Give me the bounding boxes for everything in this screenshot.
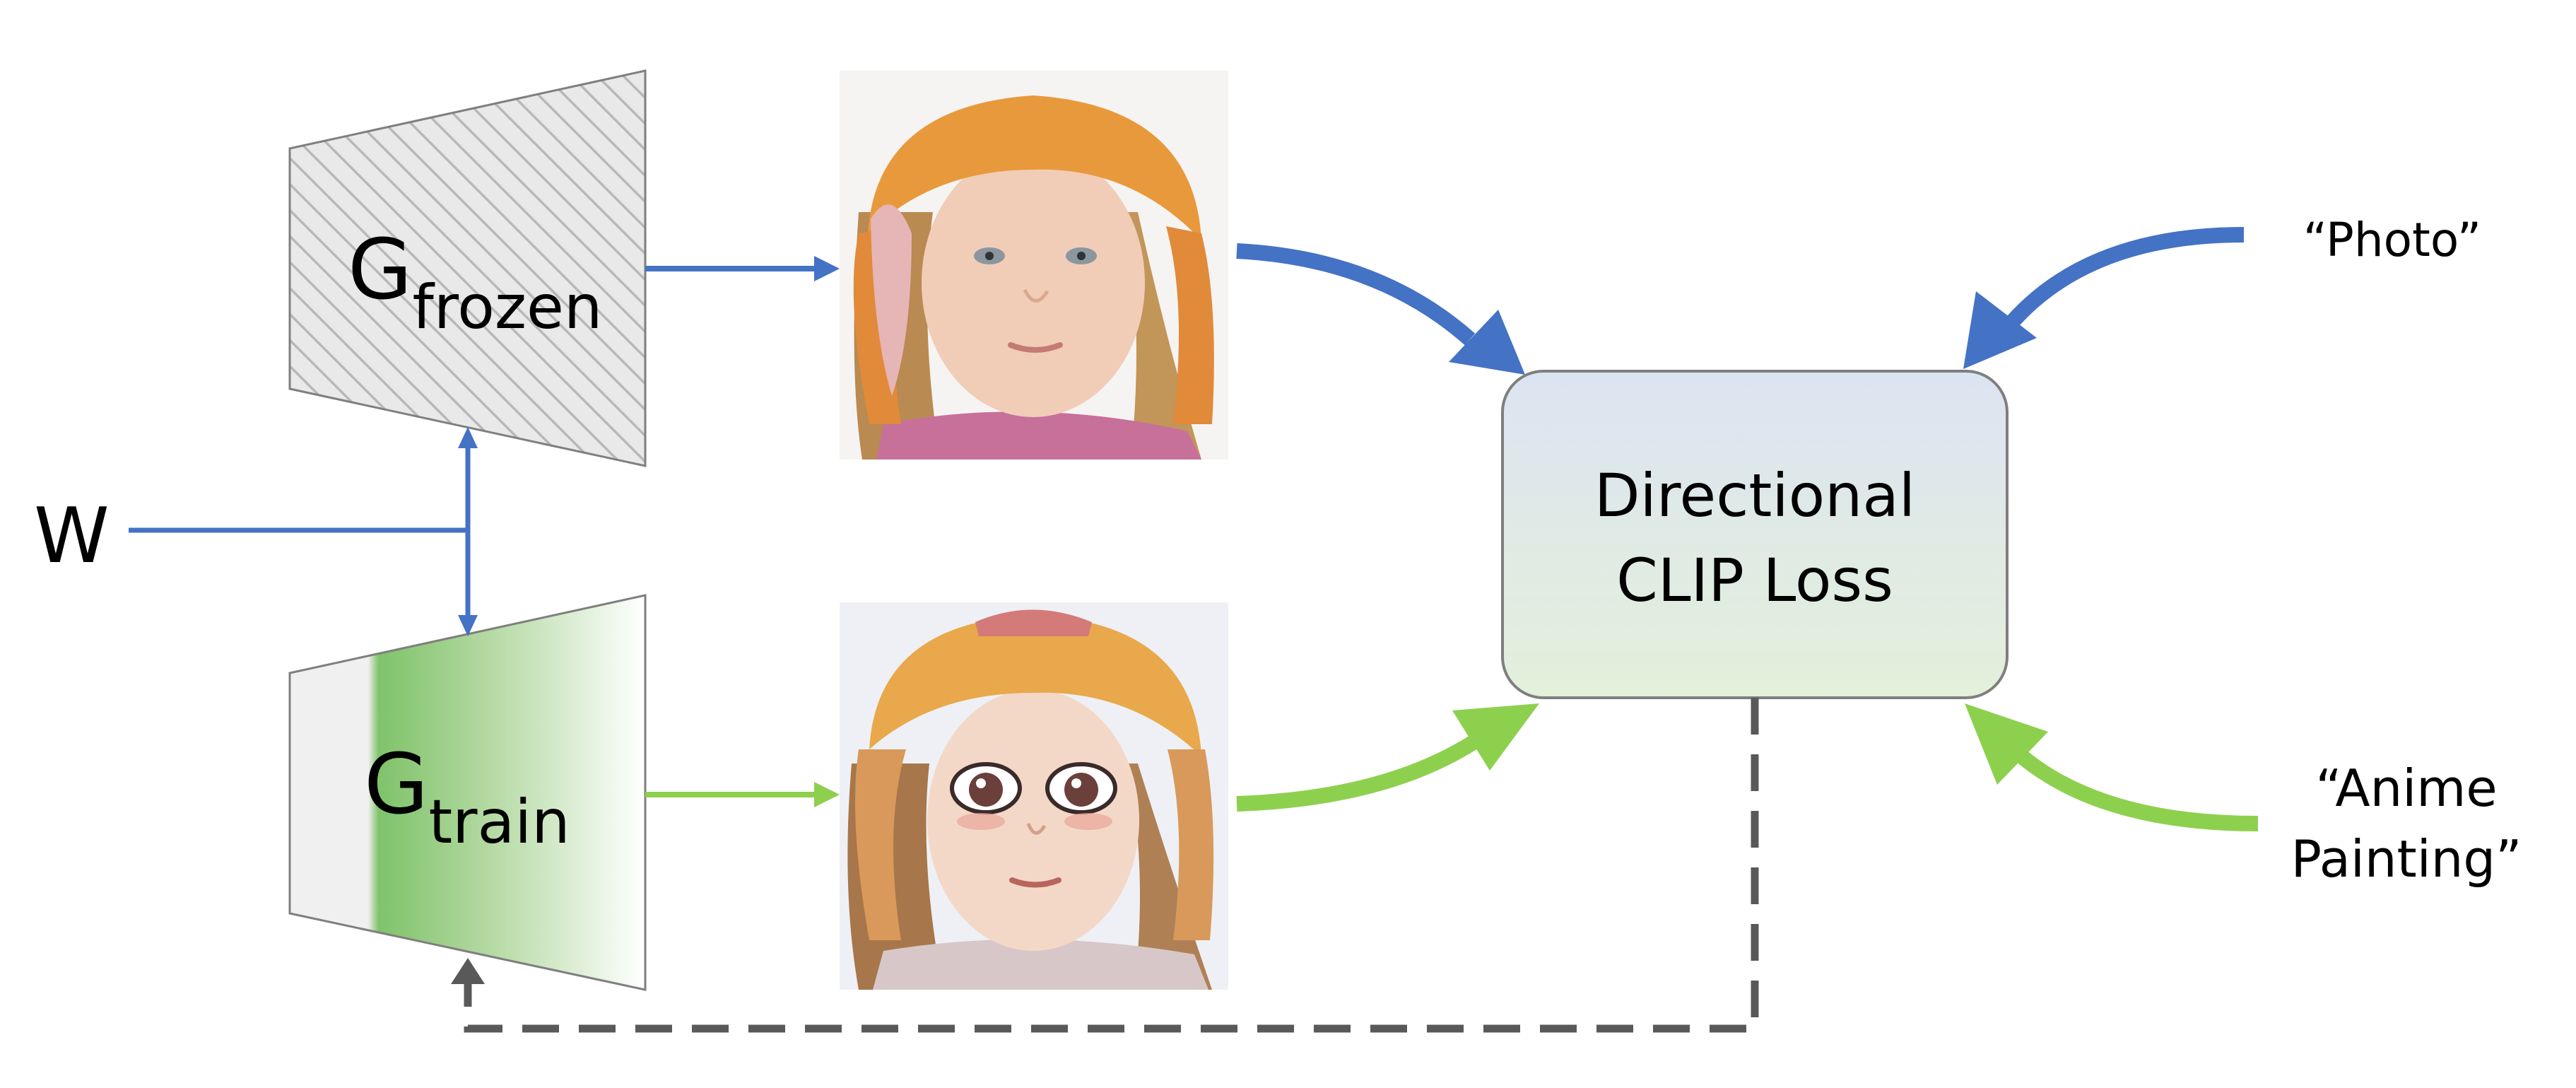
frozen-generator-base: G bbox=[348, 221, 412, 318]
anime-prompt-line2: Painting” bbox=[2291, 829, 2522, 889]
photo-portrait-image bbox=[840, 71, 1228, 460]
frozen-generator-subscript: frozen bbox=[412, 272, 602, 343]
latent-label: W bbox=[34, 492, 110, 580]
svg-text:Gtrain: Gtrain bbox=[364, 735, 570, 858]
frozen-generator: Gfrozen bbox=[288, 69, 647, 467]
loss-box-line1: Directional bbox=[1594, 461, 1915, 530]
photo-to-loss-arrow bbox=[1236, 243, 1525, 375]
photo-prompt: “Photo” bbox=[2303, 213, 2481, 267]
latent-connector bbox=[129, 427, 478, 636]
svg-text:Gfrozen: Gfrozen bbox=[348, 221, 602, 343]
gradient-feedback-path bbox=[451, 698, 1759, 1033]
anime-portrait-image bbox=[840, 602, 1228, 990]
anime-prompt-line1: “Anime bbox=[2315, 759, 2497, 818]
train-generator: Gtrain bbox=[288, 594, 647, 991]
photo-prompt-arrow bbox=[1963, 227, 2245, 369]
anime-prompt-arrow bbox=[1965, 703, 2259, 831]
anime-to-loss-arrow bbox=[1236, 703, 1539, 812]
train-generator-subscript: train bbox=[428, 787, 570, 858]
train-to-image-arrow bbox=[645, 782, 840, 807]
train-generator-base: G bbox=[364, 735, 428, 833]
directional-clip-loss-box: Directional CLIP Loss bbox=[1501, 370, 2009, 699]
frozen-to-image-arrow bbox=[645, 256, 840, 281]
loss-box-line2: CLIP Loss bbox=[1616, 546, 1893, 615]
